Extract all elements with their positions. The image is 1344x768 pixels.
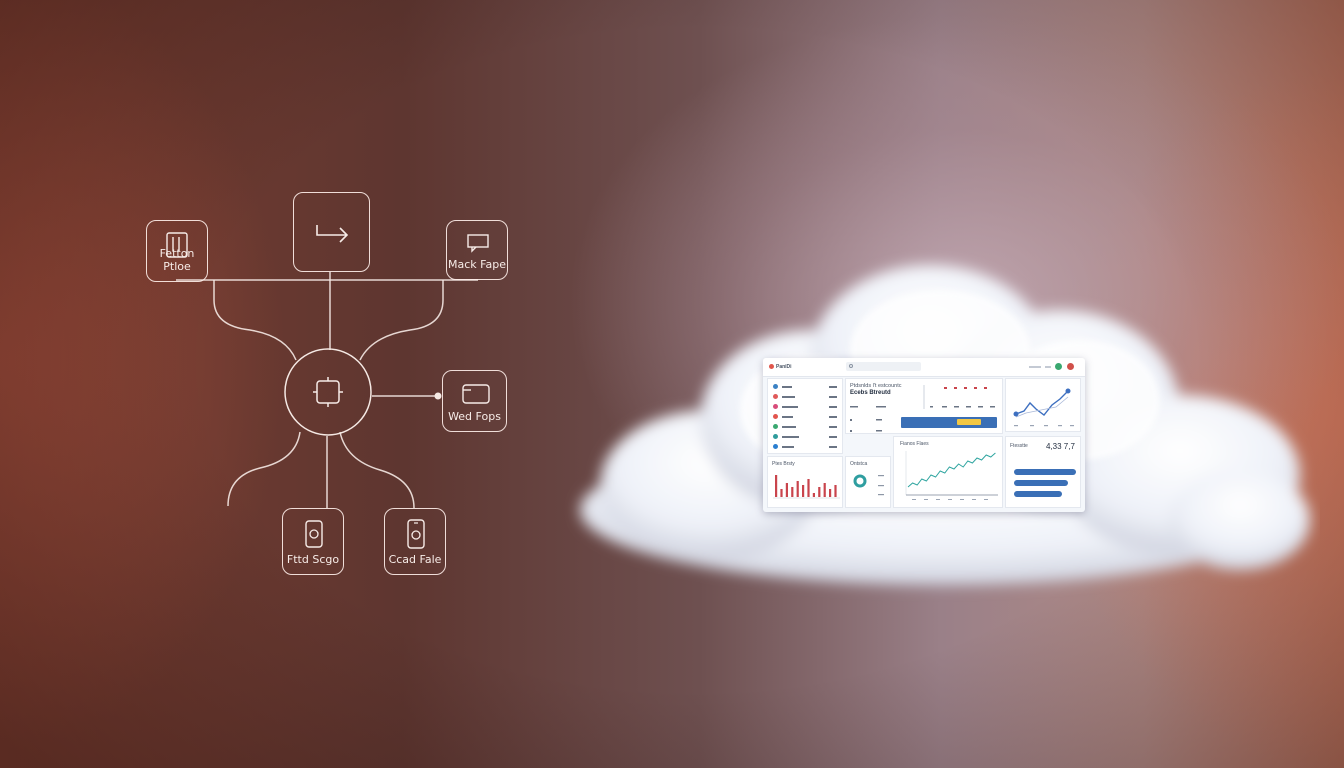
donut-title: Ontstca xyxy=(850,461,868,467)
nav-link[interactable] xyxy=(1045,366,1051,368)
node-bottom-left[interactable]: Fttd Scgo xyxy=(282,508,344,575)
bar-chart-card: Ptes Brsty xyxy=(767,456,843,508)
bar xyxy=(812,493,815,497)
bar xyxy=(796,481,799,497)
bar xyxy=(807,479,810,497)
phone-icon xyxy=(407,519,425,549)
node-right[interactable]: Wed Fops xyxy=(442,370,507,432)
sidebar-item[interactable] xyxy=(773,414,839,420)
trend-point xyxy=(1065,388,1071,394)
sidebar-item-label xyxy=(782,416,793,418)
banner-button[interactable] xyxy=(957,419,981,425)
sidebar-item-label xyxy=(782,436,799,438)
bar xyxy=(802,485,805,497)
sidebar-item[interactable] xyxy=(773,424,839,430)
sidebar-item-label xyxy=(782,406,798,408)
sidebar-item-label xyxy=(782,426,796,428)
finance-card: Fianos Flaes xyxy=(893,436,1003,508)
stats-title: Ftesstte xyxy=(1010,443,1028,449)
avatar[interactable] xyxy=(1067,363,1074,370)
trend-line-chart xyxy=(1013,388,1074,427)
node-bottom-left-label: Fttd Scgo xyxy=(286,553,340,566)
phone-icon xyxy=(305,520,323,548)
sidebar-item-label xyxy=(782,386,792,388)
bar-chart xyxy=(773,475,840,499)
sidebar-item-value xyxy=(829,436,837,438)
node-top-right-label: Mack Fape xyxy=(448,258,506,271)
progress-bar[interactable] xyxy=(1014,480,1068,486)
sidebar-item-value xyxy=(829,446,837,448)
sidebar-item-value xyxy=(829,396,837,398)
dashboard-topbar: PaniDi xyxy=(763,358,1085,377)
logo-icon xyxy=(769,364,774,369)
progress-bar[interactable] xyxy=(1014,491,1062,497)
bar xyxy=(823,483,826,497)
finance-title: Fianos Flaes xyxy=(900,441,929,447)
sidebar-item-icon xyxy=(773,404,778,409)
search-input[interactable] xyxy=(846,362,921,371)
sidebar-item[interactable] xyxy=(773,384,839,390)
message-icon xyxy=(467,234,489,253)
sidebar-item-icon xyxy=(773,434,778,439)
donut-card: Ontstca xyxy=(845,456,891,508)
sidebar-list xyxy=(767,378,843,454)
sidebar-item-label xyxy=(782,396,795,398)
bar xyxy=(834,485,837,497)
node-right-label: Wed Fops xyxy=(448,410,501,423)
sidebar-item[interactable] xyxy=(773,434,839,440)
node-bottom-right-label: Ccad Fale xyxy=(388,553,442,566)
bar xyxy=(818,487,821,497)
finance-line-chart xyxy=(905,451,998,500)
mini-table xyxy=(850,385,995,432)
trend-point xyxy=(1013,411,1019,417)
window-icon xyxy=(462,384,490,404)
folder-icon xyxy=(166,232,188,258)
nav-link[interactable] xyxy=(1029,366,1041,368)
diagram-connectors xyxy=(176,272,478,509)
search-icon xyxy=(849,364,853,368)
stats-value: 4,33 7,7 xyxy=(1046,442,1075,451)
brand-name: PaniDi xyxy=(776,364,792,370)
sidebar-item[interactable] xyxy=(773,394,839,400)
headline-2: Ecebs Btreutd xyxy=(850,390,891,396)
node-top-left[interactable]: Fetton Ptloe xyxy=(146,220,208,282)
bar xyxy=(829,489,832,497)
node-bottom-right[interactable]: Ccad Fale xyxy=(384,508,446,575)
trend-card xyxy=(1005,378,1081,432)
dashboard-window[interactable]: PaniDi Ptdsnlds l't estcountc Ecebs Btre… xyxy=(763,358,1085,512)
bar xyxy=(780,489,783,497)
sidebar-item-value xyxy=(829,406,837,408)
headline-1: Ptdsnlds l't estcountc xyxy=(850,383,902,389)
node-top-right[interactable]: Mack Fape xyxy=(446,220,508,280)
status-icon[interactable] xyxy=(1055,363,1062,370)
promo-banner[interactable] xyxy=(901,417,997,428)
sidebar-item-icon xyxy=(773,424,778,429)
bar xyxy=(785,483,788,497)
arrow-right-icon xyxy=(316,225,349,243)
stats-card: Ftesstte 4,33 7,7 xyxy=(1005,436,1081,508)
sidebar-item-value xyxy=(829,386,837,388)
node-top-left-label: Fetton Ptloe xyxy=(159,247,195,273)
sidebar-item-icon xyxy=(773,414,778,419)
bar-chart-title: Ptes Brsty xyxy=(772,461,795,467)
sidebar-item[interactable] xyxy=(773,404,839,410)
progress-bar[interactable] xyxy=(1014,469,1076,475)
sidebar-item-value xyxy=(829,426,837,428)
bar xyxy=(791,487,794,497)
bar xyxy=(775,475,778,497)
sidebar-item[interactable] xyxy=(773,444,839,450)
node-top-center[interactable] xyxy=(293,192,370,272)
donut-chart xyxy=(853,474,884,496)
sidebar-item-icon xyxy=(773,444,778,449)
sidebar-item-icon xyxy=(773,384,778,389)
sidebar-item-label xyxy=(782,446,794,448)
network-diagram: Fetton Ptloe Mack Fape Wed Fops xyxy=(0,0,560,620)
sidebar-item-value xyxy=(829,416,837,418)
chip-icon xyxy=(313,377,343,407)
sidebar-item-icon xyxy=(773,394,778,399)
